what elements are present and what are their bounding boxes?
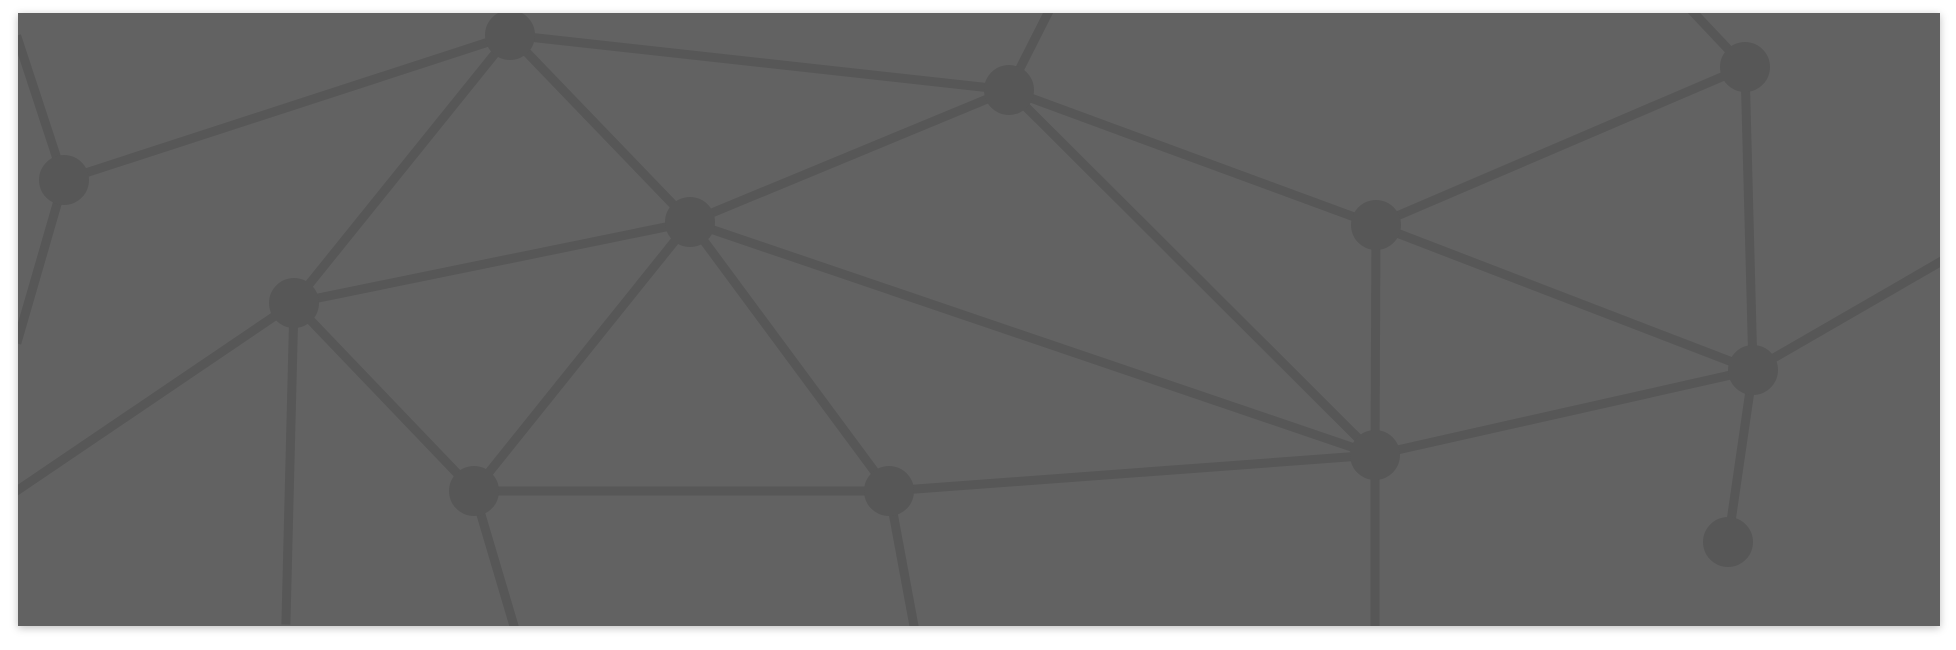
network-node <box>1720 42 1770 92</box>
network-node <box>665 197 715 247</box>
network-edge <box>1369 364 1759 461</box>
network-edge <box>58 29 516 186</box>
network-edge <box>1370 220 1381 460</box>
network-edge <box>1746 256 1940 377</box>
network-node <box>39 155 89 205</box>
network-edge <box>505 30 1014 95</box>
network-edge <box>18 174 70 345</box>
network-edge <box>287 28 517 310</box>
network-edge <box>684 216 1381 461</box>
network-node <box>984 65 1034 115</box>
network-node <box>1728 345 1778 395</box>
network-node <box>864 466 914 516</box>
network-edge <box>1722 364 1759 548</box>
network-edge <box>18 296 301 496</box>
network-edge <box>287 296 481 498</box>
network-edge <box>1370 61 1751 231</box>
network-edge <box>1002 83 1382 462</box>
network-edge <box>884 450 1380 496</box>
network-edge <box>684 84 1015 228</box>
network-edge <box>683 215 896 498</box>
network-node <box>1351 200 1401 250</box>
network-edge <box>467 215 697 498</box>
network-edge <box>503 28 697 229</box>
network-edge <box>288 216 696 309</box>
network-node <box>1703 517 1753 567</box>
network-edge <box>281 298 299 625</box>
network-node <box>485 13 535 60</box>
network-graph-panel <box>18 13 1940 626</box>
network-graph-pattern <box>18 13 1940 626</box>
network-node <box>269 278 319 328</box>
network-edge <box>1370 219 1759 376</box>
network-node <box>1350 430 1400 480</box>
network-edge <box>1003 84 1382 231</box>
network-edge <box>1740 62 1758 375</box>
network-node <box>449 466 499 516</box>
